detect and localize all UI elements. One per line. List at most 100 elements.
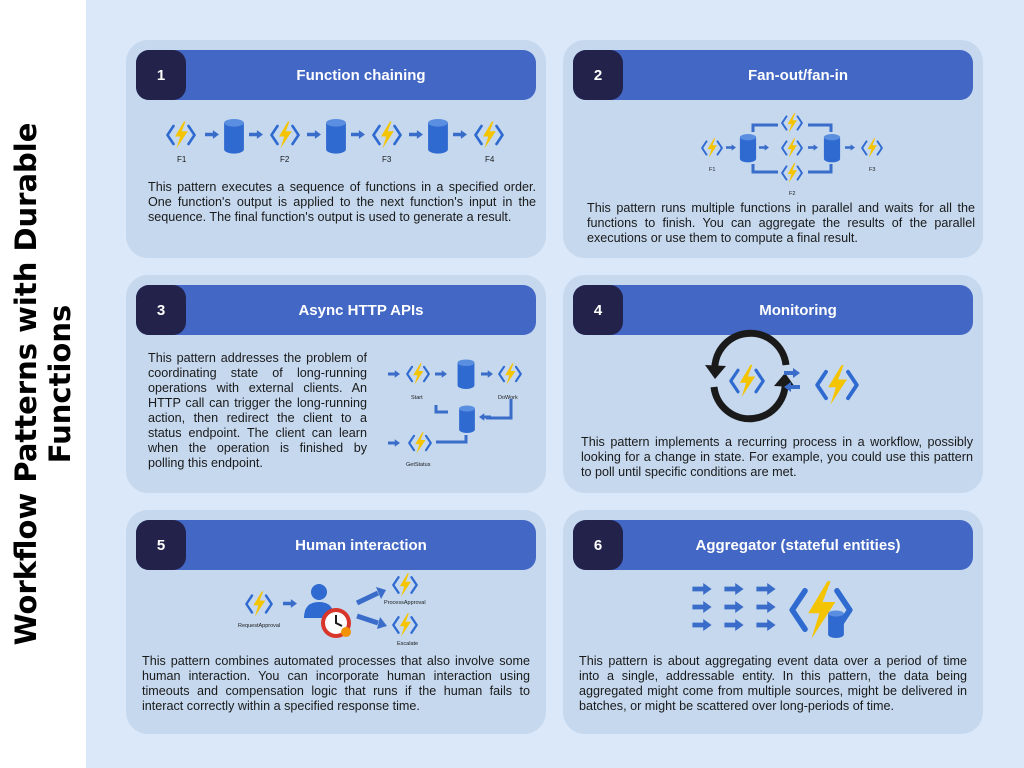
card-number-badge: 5 — [136, 520, 186, 570]
function-chaining-diagram: F1 F2 F3 F4 — [166, 118, 504, 164]
arrow-icon — [726, 144, 736, 151]
card-title: Human interaction — [295, 536, 427, 554]
function-icon — [498, 362, 522, 386]
arrow-head — [377, 617, 387, 629]
label-requestapproval: RequestApproval — [238, 623, 280, 629]
arrow-icon — [692, 583, 712, 595]
label-f2: F2 — [280, 155, 290, 164]
function-icon — [406, 362, 430, 386]
card-header: 1 Function chaining — [136, 50, 536, 100]
clock-icon — [321, 608, 351, 638]
card-title: Fan-out/fan-in — [748, 66, 848, 84]
card-async-http-apis: 3 Async HTTP APIs This pattern addresses… — [126, 275, 546, 493]
connector-line — [436, 435, 468, 444]
label-f3: F3 — [382, 155, 392, 164]
label-f4: F4 — [485, 155, 495, 164]
arrow-icon — [724, 601, 744, 613]
card-header: 6 Aggregator (stateful entities) — [573, 520, 973, 570]
card-description: This pattern implements a recurring proc… — [581, 435, 973, 479]
label-f1: F1 — [709, 167, 715, 173]
function-icon — [408, 431, 432, 455]
card-title: Function chaining — [296, 66, 426, 84]
card-header: 5 Human interaction — [136, 520, 536, 570]
card-title: Monitoring — [759, 301, 837, 319]
database-icon — [428, 118, 448, 154]
card-header: 4 Monitoring — [573, 285, 973, 335]
arrow-icon — [205, 130, 219, 139]
arrow-line — [355, 590, 380, 606]
database-icon — [739, 134, 757, 163]
arrow-icon — [409, 130, 423, 139]
card-number-badge: 1 — [136, 50, 186, 100]
card-description: This pattern combines automated processe… — [142, 654, 530, 713]
arrow-icon — [724, 619, 744, 631]
arrow-icon — [435, 370, 447, 378]
card-aggregator: 6 Aggregator (stateful entities) This pa… — [563, 510, 983, 734]
card-description: This pattern runs multiple functions in … — [587, 201, 975, 245]
page-title: Workflow Patterns with Durable Functions — [9, 122, 77, 646]
function-icon — [372, 120, 402, 150]
monitoring-diagram — [705, 329, 859, 423]
function-icon — [701, 137, 723, 159]
arrow-icon — [481, 370, 493, 378]
page-title-column: Workflow Patterns with Durable Functions — [0, 0, 86, 768]
connector-line — [434, 405, 448, 414]
label-processapproval: ProcessApproval — [384, 600, 426, 606]
label-getstatus: GetStatus — [406, 462, 431, 468]
arrow-icon — [845, 144, 855, 151]
database-icon — [459, 405, 475, 433]
arrow-icon — [724, 583, 744, 595]
function-icon — [729, 363, 765, 399]
label-f1: F1 — [177, 155, 187, 164]
card-number-badge: 2 — [573, 50, 623, 100]
arrow-icon — [756, 583, 776, 595]
async-http-diagram: Start DoWork GetStatus — [388, 359, 522, 468]
function-icon — [781, 162, 803, 184]
database-icon — [457, 359, 475, 389]
card-fan-out-fan-in: 2 Fan-out/fan-in F1 F2 F3 This pattern r… — [563, 40, 983, 258]
connector-line — [486, 399, 513, 420]
arrow-icon — [307, 130, 321, 139]
fan-out-line — [751, 123, 778, 132]
database-icon — [326, 118, 346, 154]
fan-in-line — [808, 123, 833, 132]
card-header: 3 Async HTTP APIs — [136, 285, 536, 335]
card-header: 2 Fan-out/fan-in — [573, 50, 973, 100]
card-description: This pattern is about aggregating event … — [579, 654, 967, 713]
arrow-icon — [808, 144, 818, 151]
arrow-icon — [283, 599, 297, 608]
arrow-icon — [388, 370, 400, 378]
arrow-line — [356, 613, 379, 626]
card-monitoring: 4 Monitoring This pattern implements a r… — [563, 275, 983, 493]
function-icon — [166, 120, 196, 150]
function-icon — [781, 112, 803, 134]
function-icon — [392, 572, 418, 598]
arrow-head — [376, 587, 386, 599]
function-icon — [245, 590, 273, 618]
arrow-icon — [756, 619, 776, 631]
arrow-icon — [388, 439, 400, 447]
label-dowork: DoWork — [498, 395, 518, 401]
arrow-icon — [351, 130, 365, 139]
fan-out-fan-in-diagram: F1 F2 F3 — [701, 112, 883, 197]
function-icon — [474, 120, 504, 150]
database-icon — [828, 610, 844, 638]
card-number-badge: 4 — [573, 285, 623, 335]
card-description: This pattern executes a sequence of func… — [148, 180, 536, 224]
card-function-chaining: 1 Function chaining F1 F2 F3 F4 This pat… — [126, 40, 546, 258]
database-icon — [224, 118, 244, 154]
function-icon — [861, 137, 883, 159]
human-interaction-diagram: RequestApproval ProcessApproval Escalate — [238, 572, 426, 647]
function-icon — [270, 120, 300, 150]
fan-in-line — [808, 164, 833, 174]
function-icon — [815, 363, 859, 407]
label-start: Start — [411, 395, 423, 401]
arrow-icon — [692, 619, 712, 631]
refresh-icon — [705, 329, 795, 423]
database-icon — [823, 134, 841, 163]
card-number-badge: 6 — [573, 520, 623, 570]
arrow-icon — [453, 130, 467, 139]
function-icon — [392, 612, 418, 638]
label-f3: F3 — [869, 167, 875, 173]
card-title: Aggregator (stateful entities) — [695, 536, 901, 554]
